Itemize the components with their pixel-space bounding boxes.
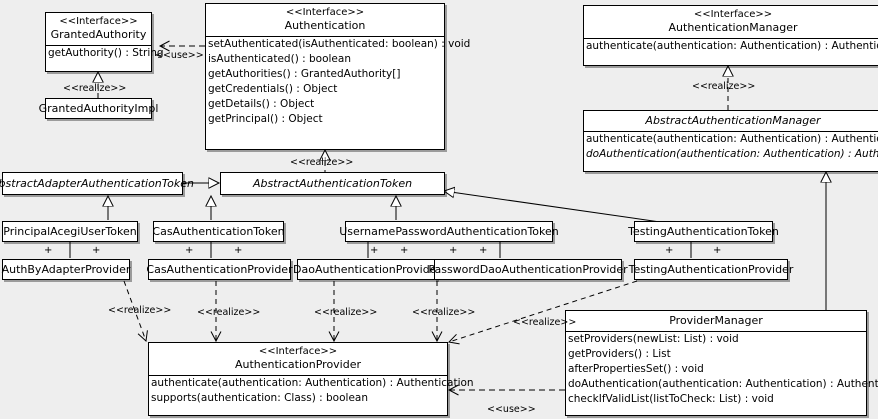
class-method: doAuthentication(authentication: Authent… — [568, 378, 878, 390]
class-name: AuthenticationManager — [668, 21, 798, 34]
class-name: AuthByAdapterProvider — [1, 262, 131, 276]
class-auth-by-adapter-provider[interactable]: AuthByAdapterProvider — [2, 259, 130, 280]
multiplicity-marker: + — [92, 245, 101, 256]
multiplicity-marker: + — [234, 245, 243, 256]
class-name: PrincipalAcegiUserToken — [3, 224, 137, 238]
connector-label-realize-cas-provider: <<realize>> — [197, 307, 261, 318]
class-method: getAuthority() : String — [48, 47, 164, 59]
stereotype-label: <<Interface>> — [59, 16, 138, 27]
class-method: afterPropertiesSet() : void — [568, 363, 704, 375]
class-username-password-authentication-token[interactable]: UsernamePasswordAuthenticationToken — [339, 221, 559, 242]
class-cas-authentication-token[interactable]: CasAuthenticationToken — [152, 221, 285, 242]
class-method: supports(authentication: Class) : boolea… — [151, 392, 368, 404]
class-granted-authority-impl[interactable]: GrantedAuthorityImpl — [39, 98, 158, 119]
connector-label-use-granted-authority: <<use>> — [155, 50, 204, 61]
connector-label-realize-abstract-authentication-token: <<realize>> — [290, 157, 354, 168]
class-header: <<Interface>> AuthenticationProvider — [149, 343, 447, 375]
class-members: authenticate(authentication: Authenticat… — [149, 375, 474, 406]
class-method: getDetails() : Object — [208, 98, 315, 110]
class-method-abstract: doAuthentication(authentication: Authent… — [586, 148, 878, 160]
connector-label-use-provider-manager: <<use>> — [487, 404, 536, 415]
class-name: GrantedAuthority — [50, 28, 147, 41]
multiplicity-marker: + — [665, 245, 674, 256]
class-method: setAuthenticated(isAuthenticated: boolea… — [208, 38, 471, 50]
multiplicity-marker: + — [713, 245, 722, 256]
class-granted-authority[interactable]: <<Interface>> GrantedAuthority getAuthor… — [45, 12, 164, 72]
connector-label-realize-testing-provider: <<realize>> — [513, 317, 577, 328]
class-header: <<Interface>> AuthenticationManager — [584, 6, 878, 38]
class-authentication-provider[interactable]: <<Interface>> AuthenticationProvider aut… — [148, 342, 474, 416]
class-name: TestingAuthenticationToken — [628, 224, 779, 238]
class-header: <<Interface>> Authentication — [206, 4, 444, 36]
class-method: getCredentials() : Object — [208, 83, 338, 95]
class-method: isAuthenticated() : boolean — [208, 53, 351, 65]
stereotype-label: <<Interface>> — [285, 7, 365, 18]
multiplicity-marker: + — [449, 245, 458, 256]
connector-label-realize-password-dao-provider: <<realize>> — [412, 307, 476, 318]
class-method: authenticate(authentication: Authenticat… — [151, 377, 474, 389]
multiplicity-marker: + — [400, 245, 409, 256]
class-authentication[interactable]: <<Interface>> Authentication setAuthenti… — [205, 3, 471, 150]
multiplicity-marker: + — [479, 245, 488, 256]
connector-label-realize-abstract-authentication-manager: <<realize>> — [692, 81, 756, 92]
stereotype-label: <<Interface>> — [693, 9, 773, 20]
class-header: <<Interface>> GrantedAuthority — [46, 13, 151, 45]
class-cas-authentication-provider[interactable]: CasAuthenticationProvider — [146, 259, 293, 280]
connector-label-realize-dao-provider: <<realize>> — [314, 307, 378, 318]
class-name: UsernamePasswordAuthenticationToken — [339, 224, 559, 238]
class-name: TestingAuthenticationProvider — [628, 262, 794, 276]
class-members: setProviders(newList: List) : void getPr… — [566, 331, 878, 407]
class-name: AbstractAuthenticationToken — [252, 176, 413, 190]
connector-label-realize-granted-authority-impl: <<realize>> — [63, 83, 127, 94]
class-name: CasAuthenticationProvider — [146, 262, 293, 276]
multiplicity-marker: + — [185, 245, 194, 256]
class-name: PasswordDaoAuthenticationProvider — [428, 262, 628, 276]
class-name: AbstractAuthenticationManager — [645, 114, 821, 127]
class-testing-authentication-token[interactable]: TestingAuthenticationToken — [628, 221, 779, 242]
class-header: AbstractAuthenticationManager — [584, 111, 878, 131]
class-members: authenticate(authentication: Authenticat… — [584, 131, 878, 162]
class-method: getAuthorities() : GrantedAuthority[] — [208, 68, 401, 80]
class-method: authenticate(authentication: Authenticat… — [586, 133, 878, 145]
class-principal-acegi-user-token[interactable]: PrincipalAcegiUserToken — [2, 221, 138, 242]
class-name: Authentication — [284, 19, 366, 32]
class-name: AbstractAdapterAuthenticationToken — [0, 176, 194, 190]
class-method: setProviders(newList: List) : void — [568, 333, 739, 345]
class-members: getAuthority() : String — [46, 45, 164, 61]
class-method: getPrincipal() : Object — [208, 113, 323, 125]
class-authentication-manager[interactable]: <<Interface>> AuthenticationManager auth… — [583, 5, 878, 66]
class-members: setAuthenticated(isAuthenticated: boolea… — [206, 36, 471, 127]
class-name: AuthenticationProvider — [234, 358, 362, 371]
class-password-dao-authentication-provider[interactable]: PasswordDaoAuthenticationProvider — [428, 259, 628, 280]
class-provider-manager[interactable]: ProviderManager setProviders(newList: Li… — [565, 310, 878, 416]
class-name: ProviderManager — [669, 314, 763, 327]
multiplicity-marker: + — [44, 245, 53, 256]
class-abstract-authentication-manager[interactable]: AbstractAuthenticationManager authentica… — [583, 110, 878, 172]
class-method: checkIfValidList(listToCheck: List) : vo… — [568, 393, 774, 405]
class-name: DaoAuthenticationProvider — [293, 262, 441, 276]
class-abstract-authentication-token[interactable]: AbstractAuthenticationToken — [220, 172, 445, 195]
multiplicity-marker: + — [370, 245, 379, 256]
connector-label-realize-auth-by-adapter: <<realize>> — [108, 305, 172, 316]
class-name: GrantedAuthorityImpl — [38, 101, 159, 115]
class-members: authenticate(authentication: Authenticat… — [584, 38, 878, 54]
class-header: ProviderManager — [566, 311, 866, 331]
class-dao-authentication-provider[interactable]: DaoAuthenticationProvider — [293, 259, 441, 280]
class-name: CasAuthenticationToken — [152, 224, 285, 238]
class-method: getProviders() : List — [568, 348, 671, 360]
stereotype-label: <<Interface>> — [258, 346, 338, 357]
class-method: authenticate(authentication: Authenticat… — [586, 40, 878, 52]
class-abstract-adapter-authentication-token[interactable]: AbstractAdapterAuthenticationToken — [0, 172, 194, 195]
class-testing-authentication-provider[interactable]: TestingAuthenticationProvider — [629, 259, 793, 280]
